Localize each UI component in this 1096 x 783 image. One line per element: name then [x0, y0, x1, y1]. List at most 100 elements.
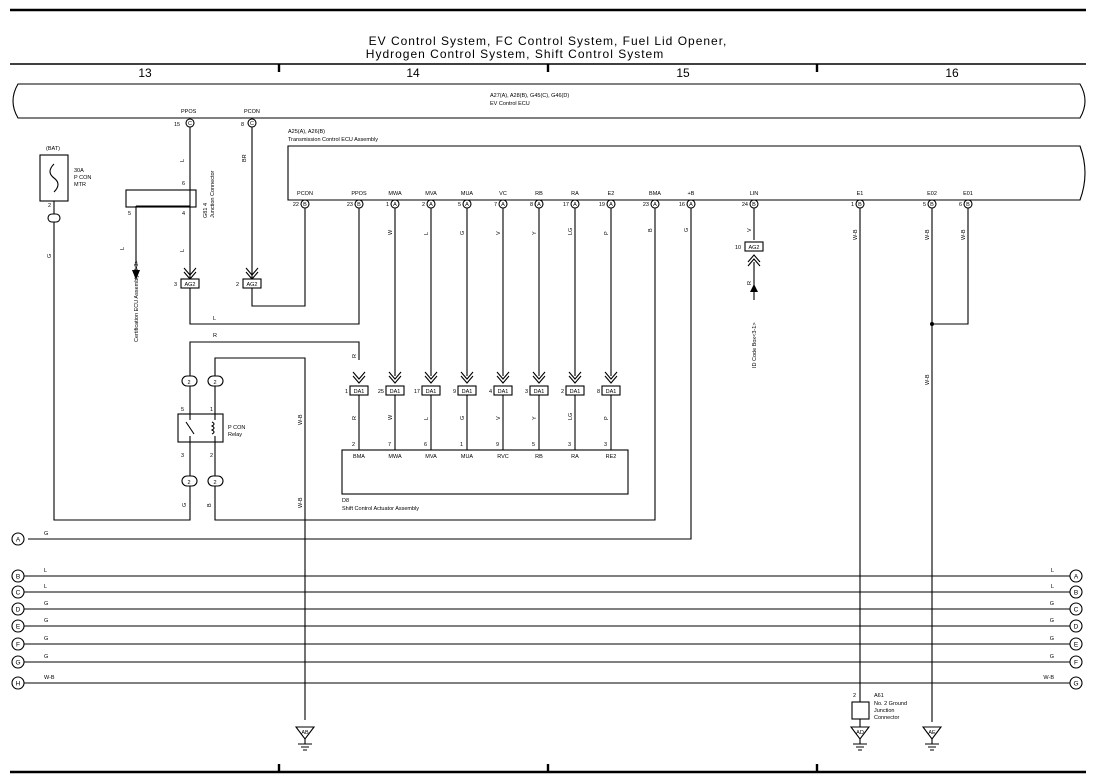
bus-wire-color: L: [44, 568, 47, 574]
pcon-wire: [251, 208, 306, 307]
ground-junction-id: A61: [874, 693, 884, 699]
tcu-pin-number: 17: [563, 202, 569, 208]
tcu-id: A25(A), A26(B): [288, 129, 325, 135]
bus-wire-color: G: [1050, 654, 1054, 660]
bus-node-left: [11, 532, 25, 546]
da1-name: DA1: [354, 389, 365, 395]
junction-connector-g81: 6 5 4 G81 4 Junction Connector: [125, 127, 216, 280]
ppos-wire: [189, 208, 360, 325]
bus-node-right: [1069, 655, 1083, 669]
ev-ecu-pin-label: PCON: [244, 109, 260, 115]
wire-color: G: [460, 416, 466, 420]
column-number: 13: [138, 66, 152, 80]
bus-node-label: F: [1074, 660, 1078, 667]
da1-name: DA1: [498, 389, 509, 395]
tcu-pin-number: 5: [923, 202, 926, 208]
tcu-pin-label: LIN: [750, 191, 759, 197]
wire-color: BR: [242, 154, 248, 162]
tcu-pin-number: 5: [458, 202, 461, 208]
actuator-pin-label: MVA: [425, 454, 437, 460]
wire-color: V: [496, 231, 502, 235]
tcu-pin-number: 16: [679, 202, 685, 208]
ground-junction-name: Junction: [874, 708, 895, 714]
relay-pin: 5: [181, 407, 184, 413]
da1-pin: 4: [489, 389, 492, 395]
tcu-pin-conn: A: [429, 202, 433, 208]
wire-color: V: [747, 228, 753, 232]
wire-color: W-B: [961, 229, 967, 240]
actuator-pin-label: MUA: [461, 454, 474, 460]
wire-color: G: [684, 228, 690, 232]
actuator-pin-label: RE2: [606, 454, 617, 460]
da1-name: DA1: [570, 389, 581, 395]
actuator-pin-label: RVC: [497, 454, 509, 460]
wire-color: Y: [532, 231, 538, 235]
bus-wire-color: G: [44, 618, 48, 624]
e01-ground-wire: [932, 208, 969, 325]
arrow-icon: [132, 270, 140, 280]
wire-color: W-B: [298, 497, 304, 508]
bus-node-right: [1069, 585, 1083, 599]
wire-color: R: [213, 333, 217, 339]
relay-pin: 2: [210, 453, 213, 459]
tcu-pin-group: PCONB22PPOSB23MWAA1MVAA2MUAA5VCA7RBA8RAA…: [293, 191, 973, 209]
bus-wire-color: G: [1050, 618, 1054, 624]
junction-pin: 6: [182, 181, 185, 187]
actuator-pin-label: BMA: [353, 454, 365, 460]
da1-name: DA1: [534, 389, 545, 395]
bus-node-label: D: [16, 607, 21, 614]
da1-pin: 17: [414, 389, 420, 395]
bus-node-right: [1069, 602, 1083, 616]
wire-color: LG: [568, 228, 574, 235]
tcu-pin-conn: B: [930, 202, 934, 208]
wire-color: Y: [532, 416, 538, 420]
actuator-pin-label: RB: [535, 454, 543, 460]
tcu-pin-label: E1: [857, 191, 864, 197]
wire-color: W-B: [925, 374, 931, 385]
ev-ecu-id: A27(A), A28(B), G45(C), G46(D): [490, 93, 569, 99]
da1-name: DA1: [606, 389, 617, 395]
ground-junction-pin: 2: [853, 693, 856, 699]
wire-color: V: [496, 416, 502, 420]
column-number: 14: [406, 66, 420, 80]
column-number: 15: [676, 66, 690, 80]
ag2-name: AG2: [748, 245, 759, 251]
wire-color: L: [180, 159, 186, 162]
plus-b-wire: [28, 208, 692, 540]
da1-pin: 8: [597, 389, 600, 395]
wire-color: G: [460, 231, 466, 235]
certification-ecu-label: Certification ECU Assembly<3-3>: [134, 260, 140, 342]
switch-icon: [185, 421, 195, 435]
ground-label: AD: [856, 730, 864, 736]
tcu-pin-number: 1: [851, 202, 854, 208]
wire-color: L: [213, 316, 216, 322]
bus-wire-color: G: [1050, 601, 1054, 607]
da1-name: DA1: [390, 389, 401, 395]
junction-pin: 4: [182, 211, 185, 217]
actuator-id: D8: [342, 498, 349, 504]
da1-connector-row: DA11RWDA125WLDA117LGDA19GVDA14VYDA13YLGD…: [345, 208, 621, 450]
bma-wire: [214, 208, 656, 521]
bus-wire-color: G: [1050, 636, 1054, 642]
relay-conn: 2: [187, 480, 190, 486]
tcu-pin-number: 19: [599, 202, 605, 208]
tcu-pin-conn: A: [465, 202, 469, 208]
tcu-pin-conn: B: [357, 202, 361, 208]
ground-ab: AB: [294, 726, 316, 751]
tcu-pin-label: E2: [608, 191, 615, 197]
da1-pin: 2: [561, 389, 564, 395]
wire-color: LG: [568, 413, 574, 420]
bus-node-right: [1069, 619, 1083, 633]
junction-num: 4: [203, 203, 209, 206]
ground-ae: AE: [921, 726, 943, 751]
actuator-pin-label: MWA: [388, 454, 402, 460]
id-code-box-label: ID Code Box<3-1>: [752, 322, 758, 368]
ground-icon: [921, 726, 943, 740]
ev-ecu-pin-number: 8: [241, 122, 244, 128]
tcu-pin-conn: B: [752, 202, 756, 208]
bus-node-label: E: [16, 624, 21, 631]
tcu-pin-label: PCON: [297, 191, 313, 197]
bus-wire-color: W-B: [1043, 675, 1054, 681]
